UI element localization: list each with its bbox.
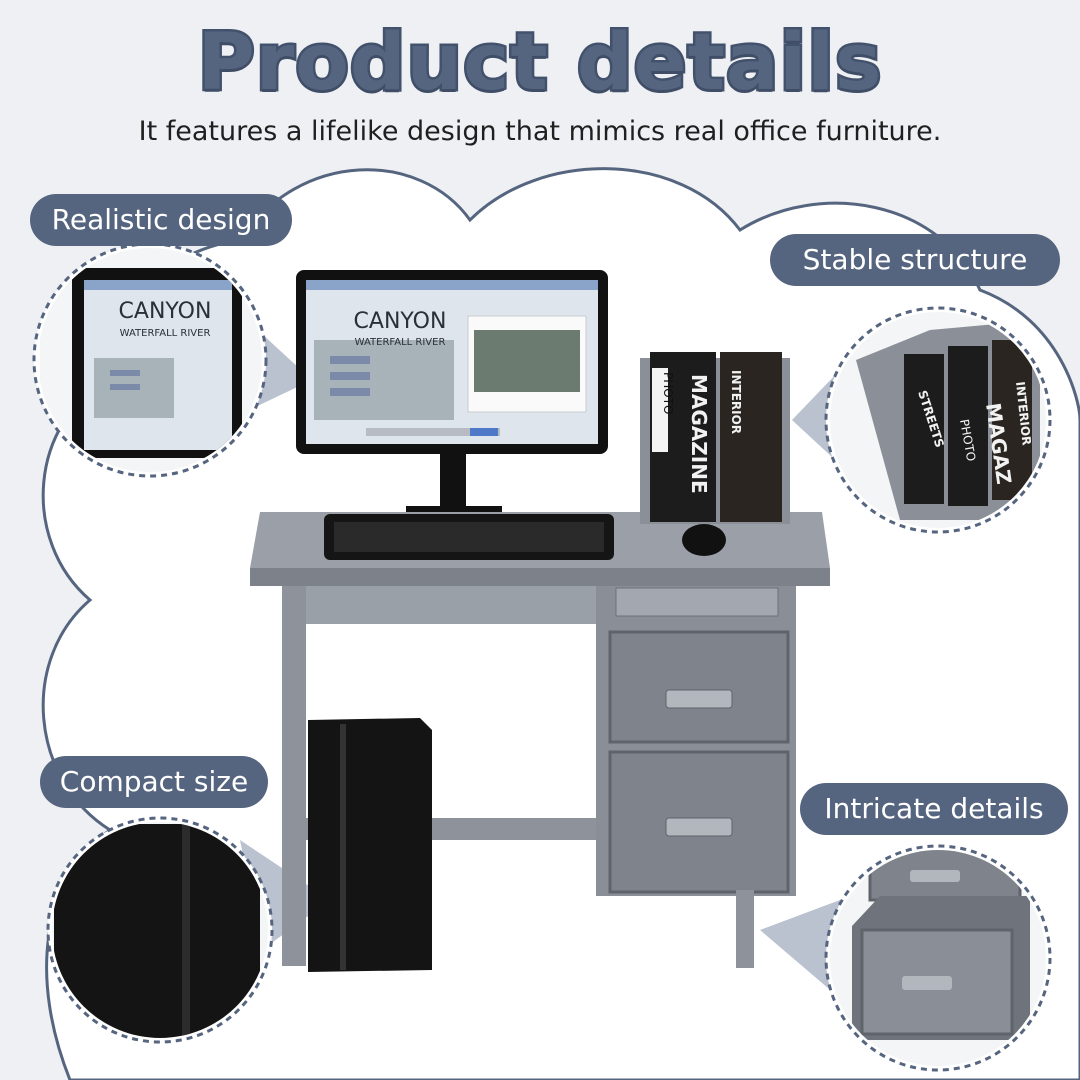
feature-label-compact-size: Compact size [40,756,268,808]
feature-label-stable-structure: Stable structure [770,234,1060,286]
monitor [296,270,608,516]
pc-tower [308,718,432,972]
bookshelf [640,352,790,524]
zoom-monitor-brand: CANYON [119,299,212,324]
mouse [682,524,726,556]
monitor-tagline: WATERFALL RIVER [355,337,446,348]
book-magazine: MAGAZINE [687,374,711,494]
keyboard [324,514,614,560]
zoom-circle-intricate [824,844,1052,1072]
zoom-book-interior: INTERIOR [1013,381,1034,446]
zoom-monitor-tagline: WATERFALL RIVER [120,328,211,339]
zoom-circle-stable [824,306,1052,534]
callout-wedge-intricate [760,900,842,1000]
feature-label-intricate-details: Intricate details [800,783,1068,835]
page-subtitle: It features a lifelike design that mimic… [138,116,942,147]
feature-label-realistic-design: Realistic design [30,194,292,246]
book-interior: INTERIOR [729,370,743,434]
monitor-brand: CANYON [354,309,447,334]
zoom-circle-compact [46,816,274,1044]
zoom-circle-realistic [32,242,268,478]
page-title: Product details [195,16,884,111]
book-photo: PHOTO [661,372,675,414]
